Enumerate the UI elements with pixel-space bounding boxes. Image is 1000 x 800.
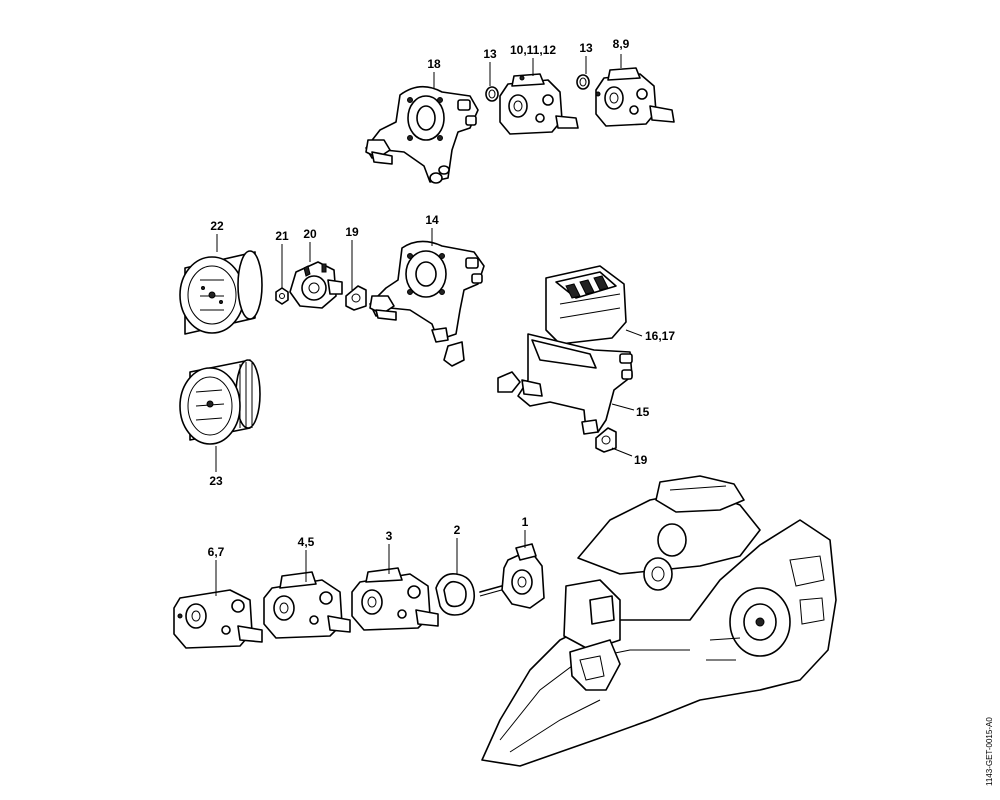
part-21-nut-drawing: [275, 287, 289, 305]
callout-21: 21: [275, 229, 289, 243]
chainsaw-housing-drawing: [481, 475, 837, 767]
callout-4-5: 4,5: [298, 535, 315, 549]
callout-16-17: 16,17: [645, 329, 675, 343]
callout-13-top-left: 13: [483, 47, 497, 61]
callout-22: 22: [210, 219, 224, 233]
part-23-air-filter-drawing: [179, 359, 261, 445]
callout-18: 18: [427, 57, 441, 71]
part-3-carburetor-drawing: [351, 567, 439, 631]
callout-15: 15: [636, 405, 650, 419]
callout-19-middle: 19: [345, 225, 359, 239]
callout-23: 23: [209, 474, 223, 488]
part-20-filter-base-drawing: [289, 261, 343, 309]
callout-19-right: 19: [634, 453, 648, 467]
callout-10-11-12: 10,11,12: [510, 43, 556, 57]
callout-6-7: 6,7: [208, 545, 225, 559]
callout-labels: 18 13 10,11,12 13 8,9 22 21 20 19 14 16,…: [208, 37, 676, 559]
callout-20: 20: [303, 227, 317, 241]
part-19-grommet-drawing-2: [595, 427, 617, 453]
part-14-adapter-drawing: [369, 240, 485, 367]
callout-3: 3: [386, 529, 393, 543]
document-id: 1143-GET-0015-A0: [985, 717, 994, 786]
callout-8-9: 8,9: [613, 37, 630, 51]
part-19-grommet-drawing: [345, 285, 367, 311]
part-8-9-carburetor-drawing: [595, 67, 675, 127]
part-4-5-carburetor-drawing: [263, 571, 351, 639]
part-13-oring-drawing-2: [576, 74, 590, 90]
part-15-holder-drawing: [497, 333, 633, 435]
part-16-17-cover-drawing: [545, 265, 627, 345]
callout-14: 14: [425, 213, 439, 227]
part-6-7-carburetor-drawing: [173, 589, 263, 649]
part-22-air-filter-drawing: [179, 250, 263, 335]
part-1-manifold-drawing: [479, 543, 545, 609]
part-13-oring-drawing: [485, 86, 499, 102]
callout-1: 1: [522, 515, 529, 529]
part-10-11-12-carburetor-drawing: [499, 73, 579, 135]
part-2-gasket-drawing: [435, 572, 476, 616]
leader-lines: [215, 54, 643, 596]
callout-13-top-right: 13: [579, 41, 593, 55]
part-18-adapter-drawing: [365, 85, 479, 184]
callout-2: 2: [454, 523, 461, 537]
